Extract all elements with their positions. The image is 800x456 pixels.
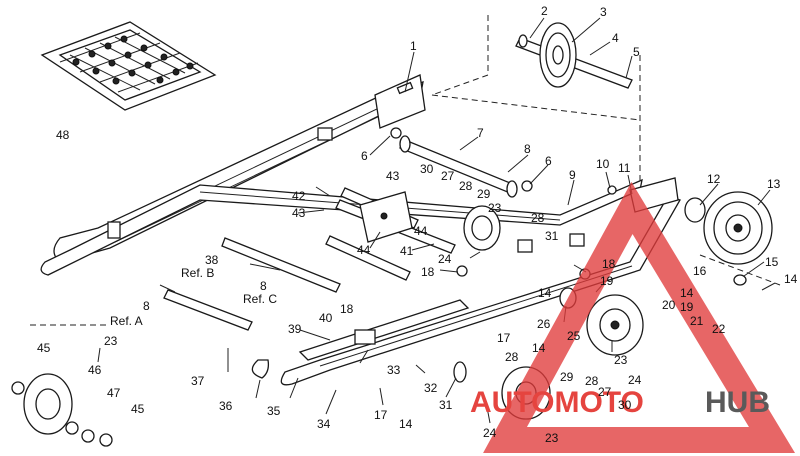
callout: 28	[531, 211, 545, 225]
callout: 40	[319, 311, 333, 325]
callout: 18	[421, 265, 435, 279]
track-plate-drawing	[40, 21, 217, 111]
callout: 2	[541, 4, 548, 18]
callout: 48	[56, 128, 70, 142]
callout: 14	[538, 286, 552, 300]
callout: 20	[662, 298, 676, 312]
callout: 31	[545, 229, 559, 243]
callout: 29	[560, 370, 574, 384]
callout: 8	[260, 279, 267, 293]
callout: 14	[399, 417, 413, 431]
callout: 29	[477, 187, 491, 201]
callout: 14	[532, 341, 546, 355]
ref-c-label: Ref. C	[243, 292, 277, 306]
callout: 23	[104, 334, 118, 348]
callout: 31	[439, 398, 453, 412]
callout: 28	[505, 350, 519, 364]
callout: 30	[618, 398, 632, 412]
callout: 21	[690, 314, 704, 328]
callout: 33	[387, 363, 401, 377]
callout: 35	[267, 404, 281, 418]
ref-a-label: Ref. A	[110, 314, 143, 328]
callout: 23	[614, 353, 628, 367]
callout: 18	[602, 257, 616, 271]
callout: 19	[600, 274, 614, 288]
callout: 22	[712, 322, 726, 336]
callout: 46	[88, 363, 102, 377]
callout: 30	[420, 162, 434, 176]
callout: 36	[219, 399, 233, 413]
callout: 6	[361, 149, 368, 163]
part-callouts: 1 2 3 4 5 6 6 7 8 9 10 11 12 13 14 15 14…	[37, 4, 798, 445]
callout: 3	[600, 5, 607, 19]
callout: 5	[633, 45, 640, 59]
callout: 28	[585, 374, 599, 388]
ref-b-label: Ref. B	[181, 266, 214, 280]
callout: 13	[767, 177, 781, 191]
slide-rails	[40, 74, 681, 386]
callout: 41	[400, 244, 414, 258]
callout: 11	[618, 161, 631, 175]
callout: 25	[567, 329, 581, 343]
callout: 27	[441, 169, 455, 183]
callout: 24	[628, 373, 642, 387]
callout: 44	[414, 224, 428, 238]
callout: 38	[205, 253, 219, 267]
callout: 24	[483, 426, 497, 440]
callout: 14	[784, 272, 798, 286]
reference-labels: Ref. A Ref. B Ref. C	[110, 266, 277, 328]
callout: 9	[569, 168, 576, 182]
callout: 19	[680, 300, 694, 314]
callout: 32	[424, 381, 438, 395]
callout: 43	[292, 206, 306, 220]
callout: 42	[292, 189, 306, 203]
callout: 8	[524, 142, 531, 156]
callout: 39	[288, 322, 302, 336]
callout: 8	[143, 299, 150, 313]
callout: 12	[707, 172, 721, 186]
callout: 43	[386, 169, 400, 183]
callout: 27	[598, 385, 612, 399]
callout: 4	[612, 31, 619, 45]
watermark-text-hub: HUB	[705, 386, 770, 419]
watermark-text-automoto: AUTOMOTO	[470, 386, 644, 419]
assembly-lines	[30, 15, 781, 326]
callout: 15	[765, 255, 779, 269]
leader-lines	[97, 17, 776, 424]
callout: 18	[340, 302, 354, 316]
callout: 23	[545, 431, 559, 445]
callout: 24	[438, 252, 452, 266]
callout: 17	[497, 331, 511, 345]
callout: 45	[131, 402, 145, 416]
callout: 44	[357, 243, 371, 257]
callout: 16	[693, 264, 707, 278]
callout: 28	[459, 179, 473, 193]
callout: 37	[191, 374, 205, 388]
callout: 45	[37, 341, 51, 355]
callout: 14	[680, 286, 694, 300]
callout: 10	[596, 157, 610, 171]
callout: 26	[537, 317, 551, 331]
callout: 7	[477, 126, 484, 140]
callout: 47	[107, 386, 121, 400]
callout: 1	[410, 39, 417, 53]
automotohub-watermark: AUTOMOTO HUB	[470, 181, 796, 453]
callout: 17	[374, 408, 388, 422]
callout: 23	[488, 201, 502, 215]
callout: 34	[317, 417, 331, 431]
callout: 6	[545, 154, 552, 168]
